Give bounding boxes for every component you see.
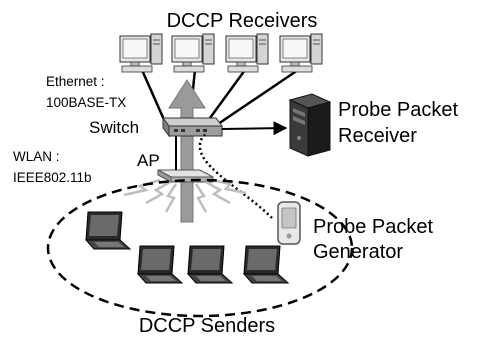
cable-receiver-1	[140, 69, 167, 123]
switch-label: Switch	[89, 118, 139, 137]
receiver-pc-icon-4	[279, 33, 323, 73]
switch-to-receiver-arrow	[221, 121, 288, 136]
sender-laptop-icon-4	[243, 245, 289, 284]
wlan-label-line2: IEEE802.11b	[13, 170, 92, 185]
sender-laptop-icon-3	[187, 245, 233, 284]
receiver-pc-icon-1	[119, 33, 163, 73]
wlan-label-line1: WLAN :	[13, 149, 60, 164]
ap-label: AP	[137, 151, 160, 170]
senders-title: DCCP Senders	[139, 315, 275, 337]
receivers-title: DCCP Receivers	[167, 10, 318, 32]
data-flow-arrow	[168, 79, 206, 223]
cable-receiver-4	[217, 68, 299, 126]
ethernet-cables	[140, 68, 299, 126]
ethernet-label-line1: Ethernet :	[46, 74, 105, 89]
ethernet-label-line2: 100BASE-TX	[46, 95, 126, 110]
switch-icon	[162, 116, 223, 138]
probe-path	[198, 133, 273, 219]
sender-laptop-icon-2	[137, 245, 183, 284]
sender-laptops	[85, 211, 289, 284]
probe-receiver-label-line2: Receiver	[338, 125, 417, 147]
probe-generator-label-line2: Generator	[313, 241, 403, 263]
pda-icon	[277, 201, 301, 245]
sender-laptop-icon-1	[85, 211, 131, 250]
access-point-icon	[157, 169, 214, 183]
tower-pc-icon	[288, 93, 332, 157]
receiver-pcs	[119, 33, 323, 73]
cable-receiver-3	[208, 69, 247, 119]
receiver-pc-icon-3	[225, 33, 269, 73]
wlan-coverage-ellipse	[46, 178, 354, 318]
receiver-pc-icon-2	[171, 33, 215, 73]
probe-receiver-label-line1: Probe Packet	[338, 99, 459, 121]
probe-generator-label-line1: Probe Packet	[313, 216, 434, 238]
